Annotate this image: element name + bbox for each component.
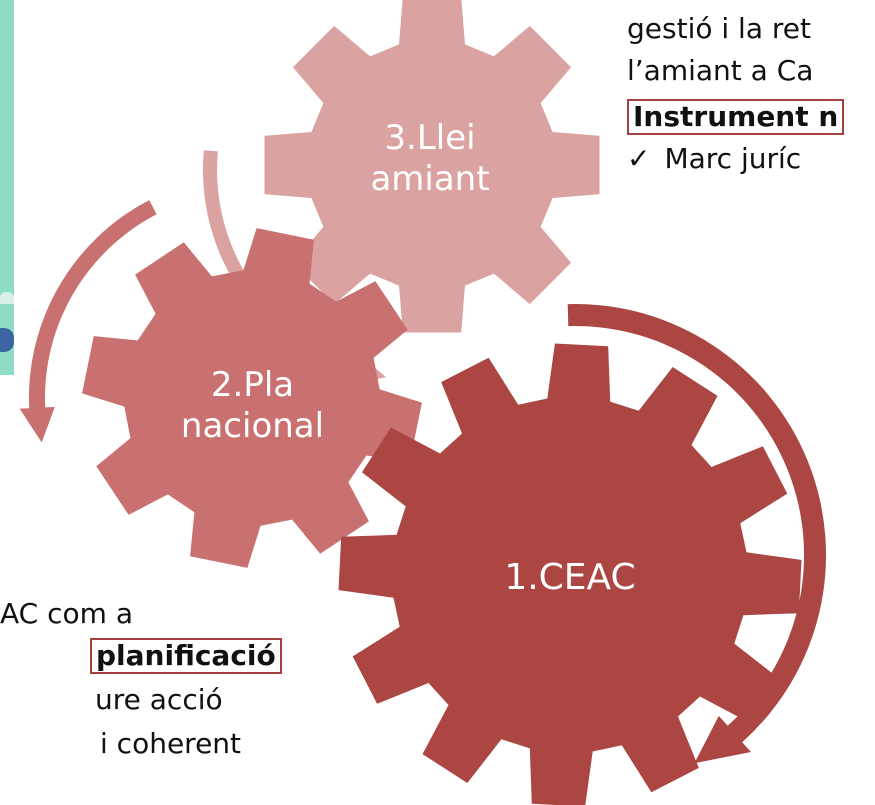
gear-label-pla-line2: nacional xyxy=(180,405,325,446)
top-right-text: gestió i la ret l’amiant a Ca Instrument… xyxy=(627,8,845,180)
text-line-coherent: i coherent xyxy=(100,727,242,760)
image-strip-figure xyxy=(0,328,14,352)
text-line-accio: ure acció xyxy=(95,683,223,716)
boxed-planificacio: planificació xyxy=(90,638,282,675)
gear-label-pla: 2.Pla nacional xyxy=(160,365,345,447)
gear-pla-nacional xyxy=(82,228,422,568)
gear-label-ceac-text: 1.CEAC xyxy=(504,557,636,598)
bottom-left-text: AC com a planificació ure acció i cohere… xyxy=(0,592,282,766)
image-strip-detail xyxy=(0,292,14,304)
gear-label-llei: 3.Llei amiant xyxy=(355,118,505,200)
gear-ceac xyxy=(338,343,802,805)
bullet-text: Marc juríc xyxy=(664,142,802,175)
text-line-2: l’amiant a Ca xyxy=(627,54,814,87)
text-line-ceac: AC com a xyxy=(0,597,133,630)
arrow-pla-to-llei xyxy=(19,200,157,443)
gear-label-llei-line1: 3.Llei xyxy=(384,118,476,158)
gear-label-llei-line2: amiant xyxy=(370,158,490,199)
boxed-instrument: Instrument n xyxy=(627,99,845,136)
gear-label-pla-line1: 2.Pla xyxy=(210,365,295,405)
text-line-1: gestió i la ret xyxy=(627,12,811,45)
image-strip xyxy=(0,0,14,375)
check-icon: ✓ xyxy=(627,142,651,175)
gear-label-ceac: 1.CEAC xyxy=(470,556,670,599)
gear-llei-amiant xyxy=(264,0,600,333)
arrow-ceac-to-pla xyxy=(567,303,827,764)
